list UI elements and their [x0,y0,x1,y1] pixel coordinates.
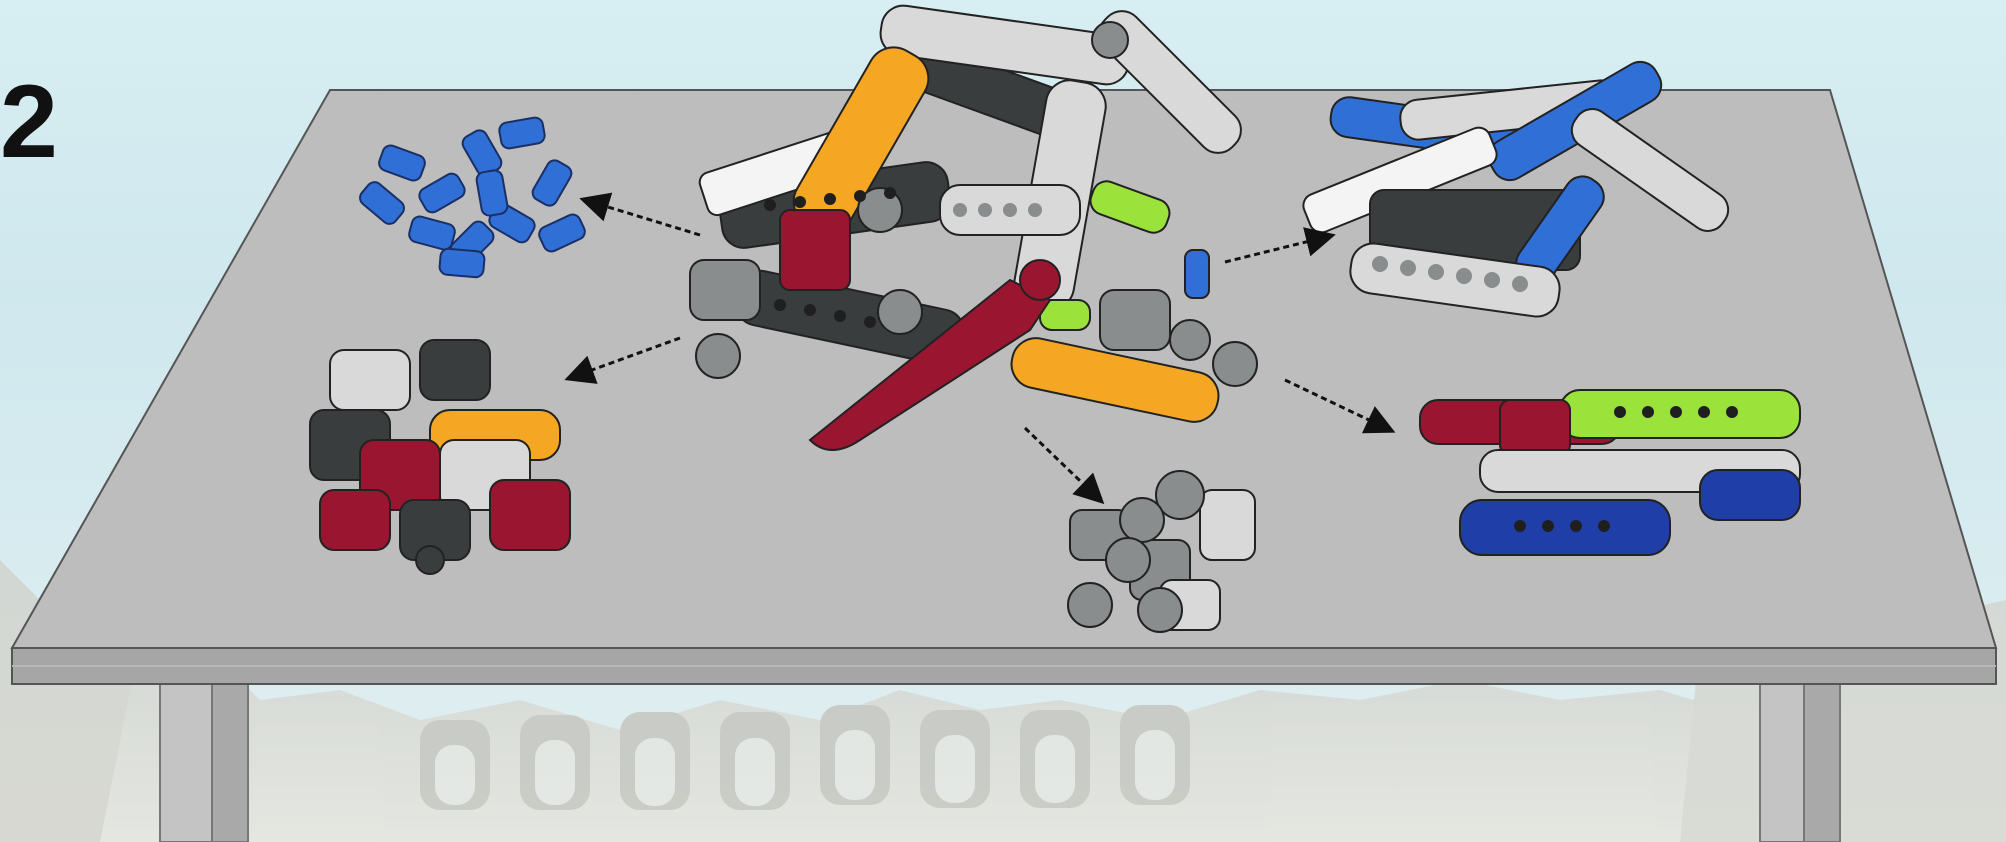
arrow-to-ball-pile [1023,426,1105,505]
step-number: 2 [0,64,58,180]
central-parts-pile [689,4,1258,451]
mixed-connector-pile [309,339,571,575]
arrow-to-blue-pile [579,192,701,237]
blue-connector-pile [359,116,586,279]
long-piece-pile [1419,389,1801,556]
beam-pile [1302,60,1730,318]
sorting-arrows [564,192,1396,505]
ball-socket-pile [1067,470,1256,633]
arrow-to-beam-pile [1224,227,1336,264]
